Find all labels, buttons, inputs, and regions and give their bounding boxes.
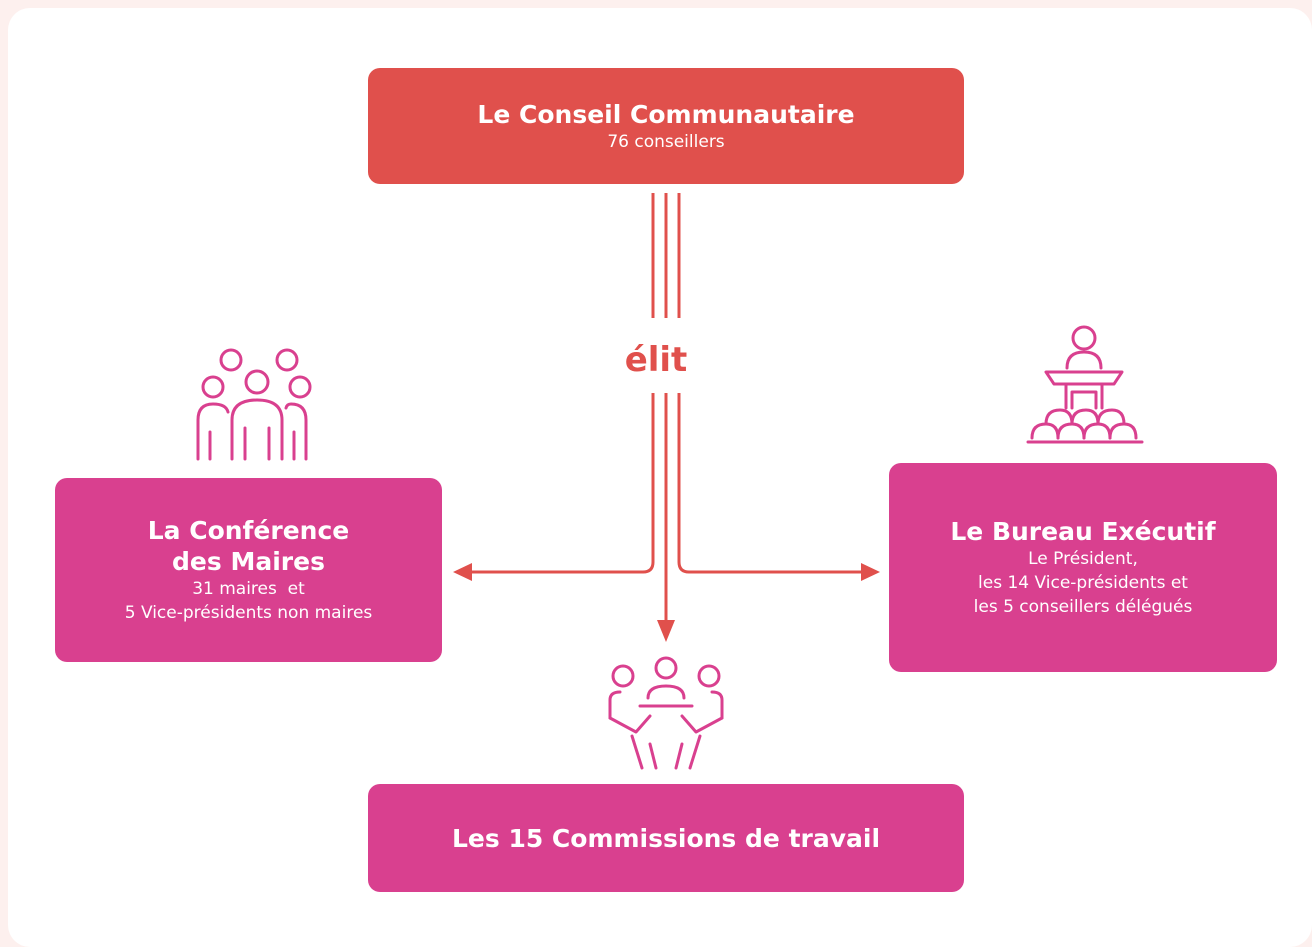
bureau-sub-line1: Le Président, xyxy=(1028,549,1138,569)
conference-title-line1: La Conférence xyxy=(147,516,350,545)
line-branch-left xyxy=(470,393,655,574)
arrowhead-down xyxy=(657,620,675,642)
conference-title-line2: des Maires xyxy=(172,547,325,576)
conseil-title: Le Conseil Communautaire xyxy=(477,99,855,129)
conference-sub-line2: 5 Vice-présidents non maires xyxy=(124,603,373,623)
arrowhead-right xyxy=(861,563,880,581)
conference-sub-line1: 31 maires et xyxy=(192,579,305,599)
bureau-sub-line2: les 14 Vice-présidents et xyxy=(978,573,1188,593)
bureau-executif-box: Le Bureau Exécutif Le Président, les 14 … xyxy=(889,463,1277,672)
conseil-subtitle: 76 conseillers xyxy=(607,131,725,152)
conference-des-maires-box: La Conférence des Maires 31 maires et 5 … xyxy=(55,478,442,662)
arrowhead-left xyxy=(453,563,472,581)
commissions-box: Les 15 Commissions de travail xyxy=(368,784,964,892)
commissions-title: Les 15 Commissions de travail xyxy=(451,823,881,853)
line-branch-right xyxy=(677,393,862,574)
bureau-title: Le Bureau Exécutif xyxy=(950,517,1216,546)
conseil-communautaire-box: Le Conseil Communautaire 76 conseillers xyxy=(368,68,964,184)
bureau-sub-line3: les 5 conseillers délégués xyxy=(973,597,1193,617)
elit-label: élit xyxy=(624,340,688,380)
